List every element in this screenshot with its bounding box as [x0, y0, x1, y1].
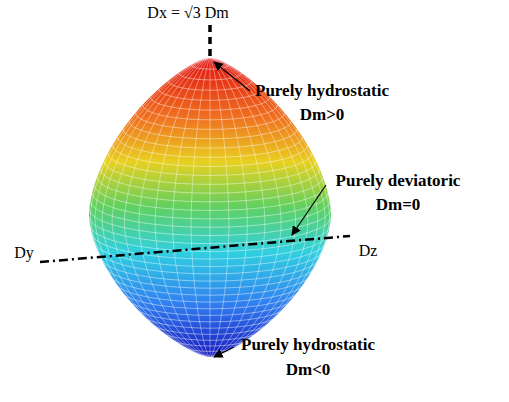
- dx-axis: [208, 24, 212, 56]
- annotation-title: Purely deviatoric: [336, 172, 461, 191]
- annotation-title: Purely hydrostatic: [255, 82, 389, 101]
- axis-label: Dx = √3 Dm: [147, 4, 228, 22]
- dy-dz-axis: [40, 236, 350, 262]
- annotation-value: Dm>0: [300, 106, 345, 125]
- leader-line: [214, 62, 250, 91]
- annotation-title: Purely hydrostatic: [241, 336, 375, 355]
- annotation-value: Dm=0: [376, 196, 421, 215]
- axis-label: Dy: [14, 244, 34, 262]
- annotation-value: Dm<0: [286, 361, 331, 380]
- leader-line: [292, 185, 326, 235]
- axis-label: Dz: [359, 242, 378, 260]
- leader-line: [214, 347, 234, 357]
- surface-mesh: [89, 57, 331, 357]
